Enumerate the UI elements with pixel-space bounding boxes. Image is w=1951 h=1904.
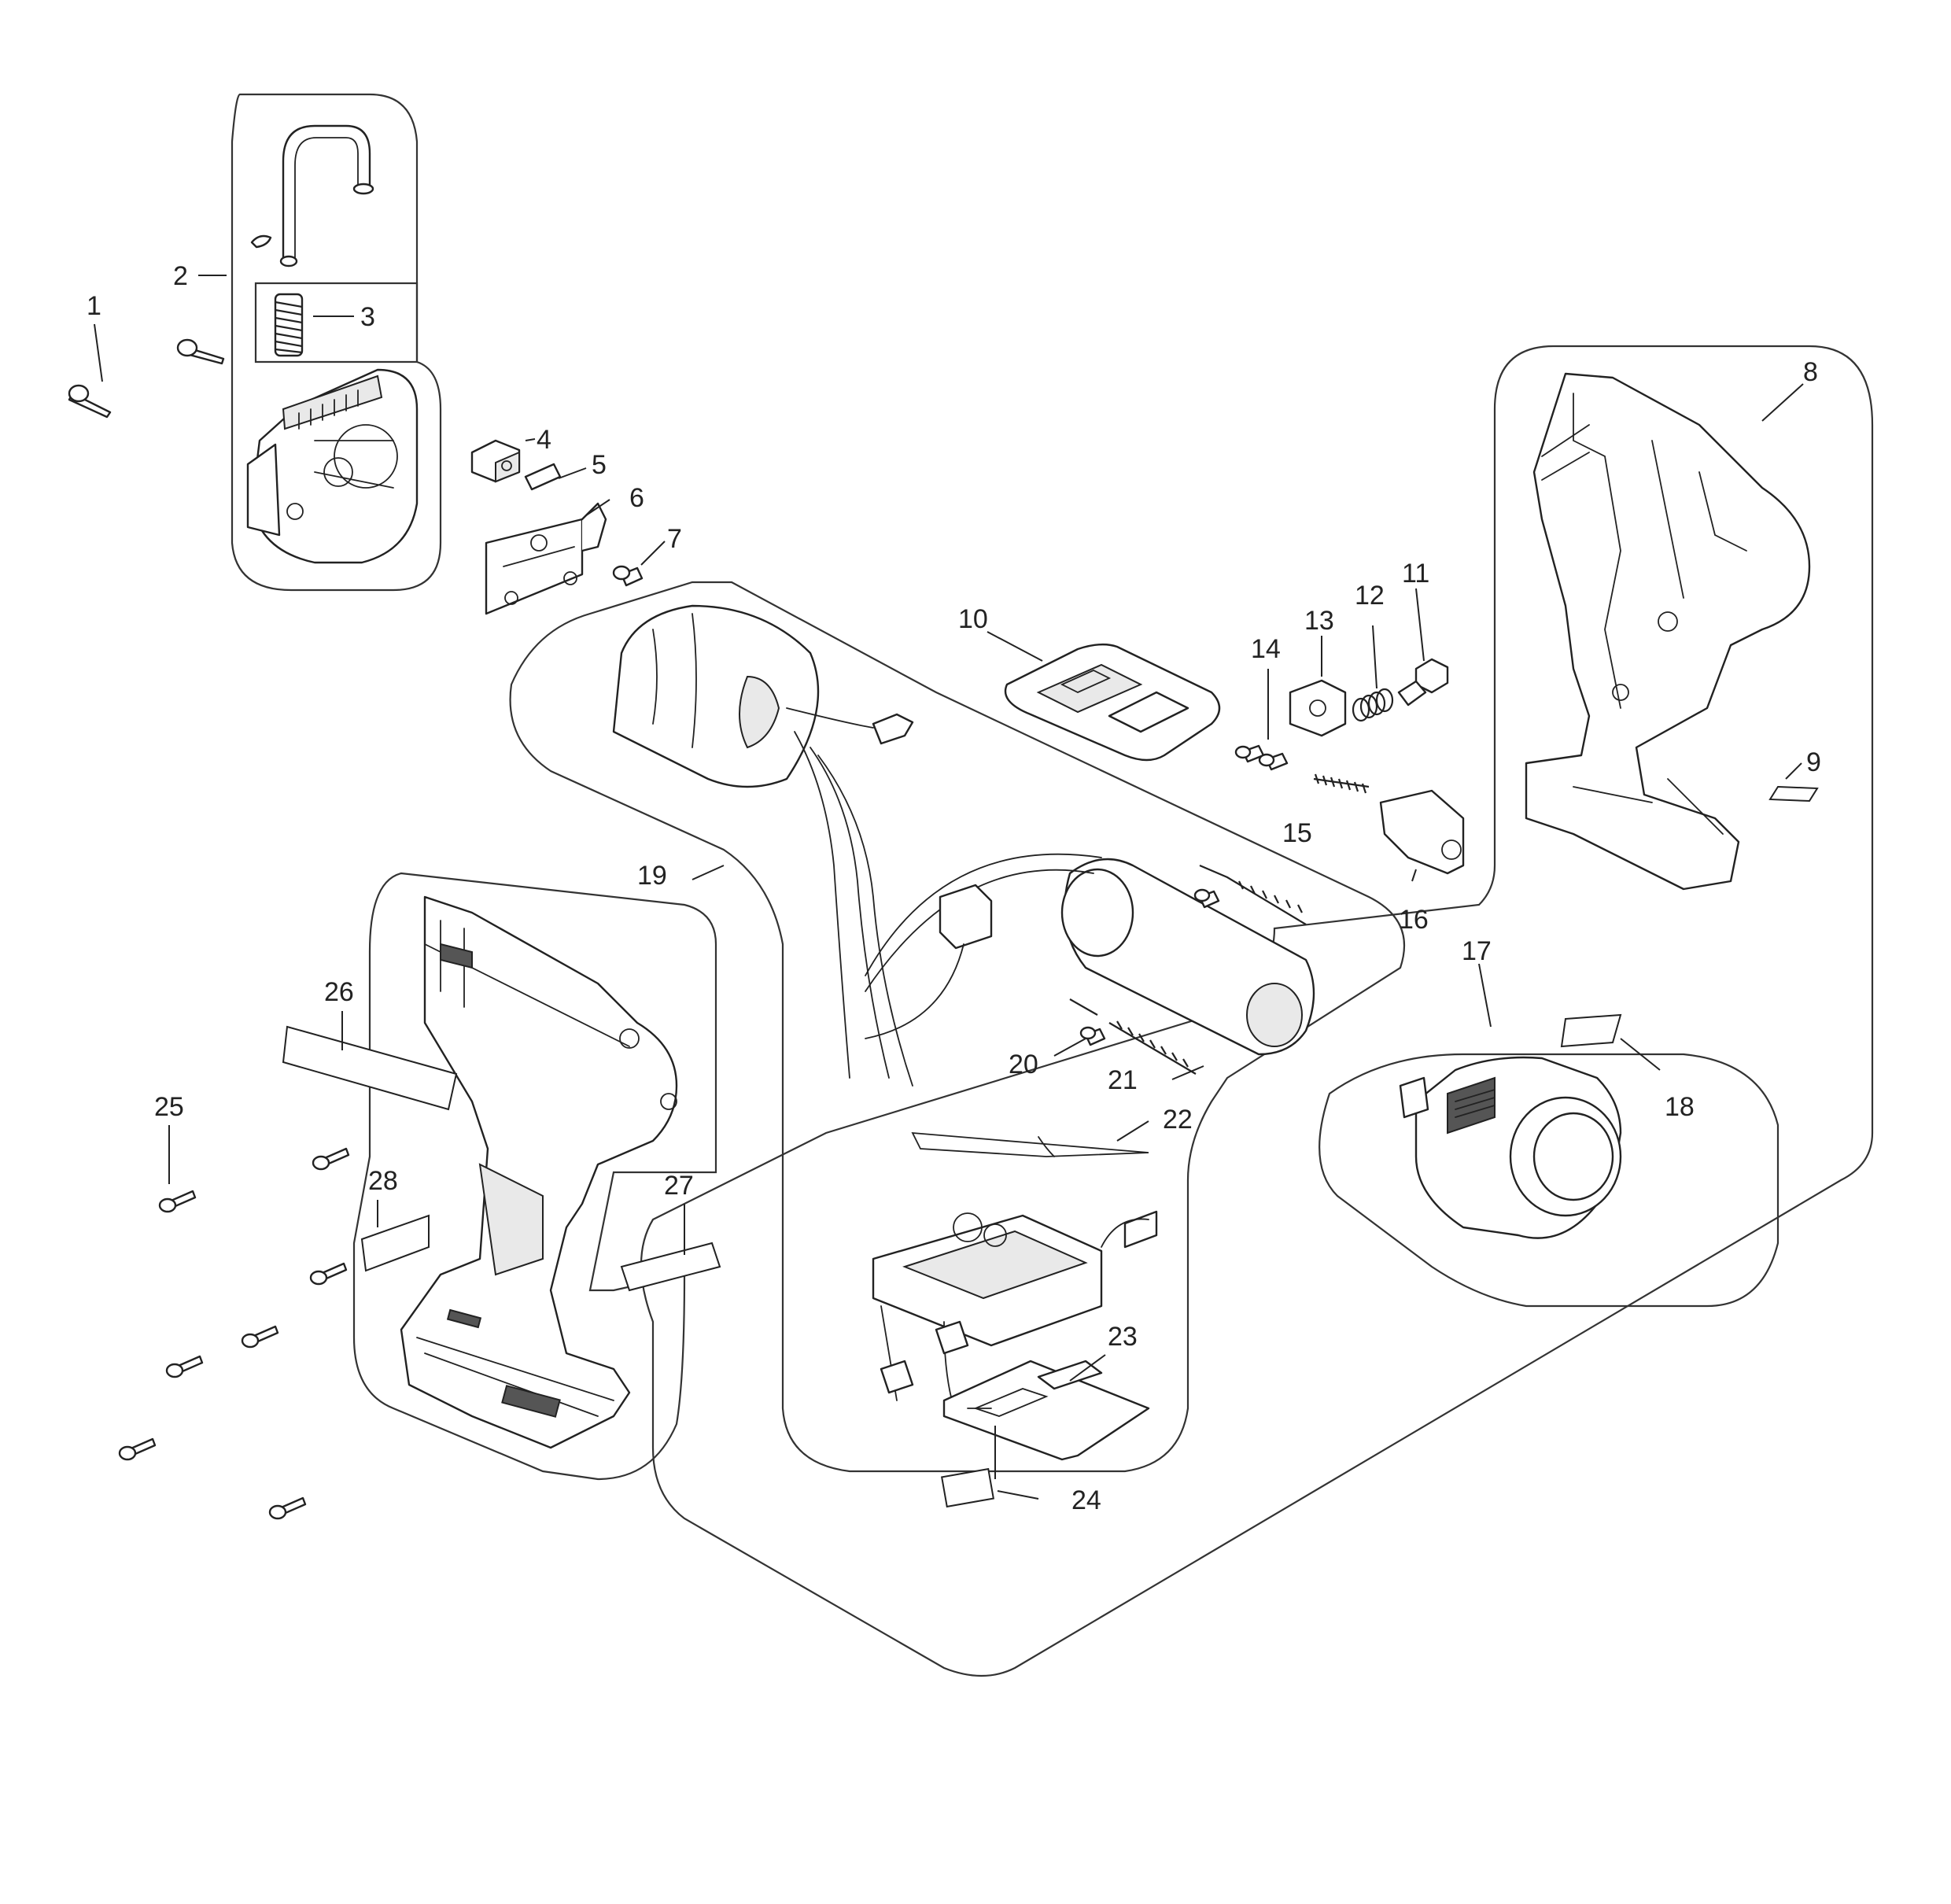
- part-label-11: 11: [1402, 559, 1429, 589]
- group-outline-motor-assy: [509, 581, 1406, 1473]
- slider-part-6: [485, 502, 607, 615]
- part-label-7: 7: [667, 524, 682, 554]
- screw-upper-motor: [1193, 888, 1220, 909]
- part-label-19: 19: [637, 861, 667, 891]
- part-labels: 1 2 3 4 5 6 7 8 9 10 11 12 13 14 15 16 1…: [87, 261, 1821, 1515]
- part-label-16: 16: [1399, 905, 1429, 935]
- leader-lines: [94, 275, 1804, 1500]
- part-label-27: 27: [664, 1171, 694, 1201]
- screw-part-2: [176, 338, 225, 365]
- part-label-2: 2: [173, 261, 188, 291]
- button-part-4: [470, 439, 521, 483]
- part-label-17: 17: [1462, 936, 1492, 966]
- belt-hook: [250, 124, 374, 268]
- motor-assembly-part-19: [612, 604, 1315, 1087]
- spring-part-15: [1313, 773, 1370, 794]
- label-part-9: [1768, 785, 1819, 803]
- part-label-14: 14: [1251, 634, 1281, 664]
- lever-part-16: [1379, 789, 1465, 875]
- part-label-5: 5: [592, 450, 607, 480]
- part-label-18: 18: [1665, 1092, 1695, 1122]
- label-part-26: [282, 1025, 458, 1111]
- group-outline-spring: [254, 282, 419, 363]
- cover-part-23: [942, 1360, 1150, 1461]
- spring-part-5: [524, 463, 562, 491]
- spring-part-3: [274, 293, 304, 357]
- spring-part-12: [1352, 688, 1394, 722]
- label-part-27: [620, 1242, 721, 1292]
- screws-part-14: [1234, 744, 1289, 771]
- wire-part-22: [911, 1131, 1149, 1157]
- label-part-18: [1560, 1013, 1622, 1048]
- part-label-4: 4: [537, 425, 551, 455]
- part-label-15: 15: [1282, 818, 1312, 848]
- part-label-22: 22: [1163, 1105, 1193, 1135]
- switch-part-10: [1004, 643, 1221, 762]
- part-label-21: 21: [1108, 1065, 1138, 1095]
- front-cover: [246, 368, 419, 564]
- knob-part-11: [1397, 658, 1449, 707]
- part-label-12: 12: [1355, 581, 1385, 611]
- part-label-28: 28: [368, 1166, 398, 1196]
- screw-part-7: [612, 565, 644, 587]
- part-label-23: 23: [1108, 1322, 1138, 1352]
- part-label-26: 26: [324, 977, 354, 1007]
- spring-part-21: [1069, 864, 1307, 1075]
- group-outline-gear-housing: [1318, 1053, 1780, 1308]
- part-label-8: 8: [1803, 357, 1818, 387]
- part-label-24: 24: [1071, 1485, 1101, 1515]
- right-housing-part-8: [1525, 372, 1811, 891]
- part-label-9: 9: [1806, 747, 1821, 777]
- part-label-10: 10: [958, 604, 988, 634]
- part-label-25: 25: [154, 1092, 184, 1122]
- label-part-24: [940, 1467, 995, 1508]
- gear-housing-part-17: [1399, 1056, 1622, 1239]
- screw-part-20: [1079, 1026, 1106, 1046]
- label-part-28: [360, 1214, 430, 1272]
- controller-board: [872, 1210, 1158, 1401]
- part-label-1: 1: [87, 291, 101, 321]
- screws-part-25: [118, 1147, 350, 1520]
- group-outline-main: [640, 345, 1874, 1677]
- group-outline-left-housing: [352, 872, 717, 1481]
- left-housing: [400, 895, 678, 1449]
- group-outline-chuck-assy: [231, 93, 442, 592]
- screw-part-1: [68, 384, 112, 419]
- part-label-20: 20: [1009, 1050, 1038, 1079]
- part-label-3: 3: [360, 302, 375, 332]
- part-label-13: 13: [1304, 606, 1334, 636]
- bracket-part-13: [1289, 679, 1347, 737]
- part-label-6: 6: [629, 483, 644, 513]
